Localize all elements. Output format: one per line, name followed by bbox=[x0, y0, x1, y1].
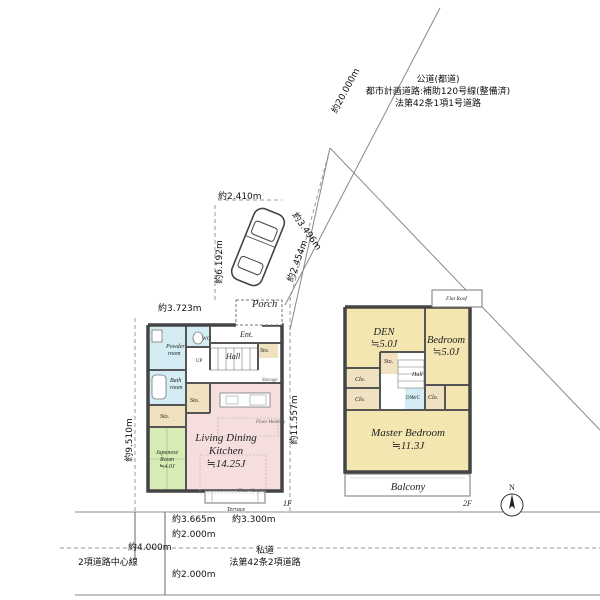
public-road-law: 法第42条1項1号道路 bbox=[395, 97, 481, 109]
entrance-label: Ent. bbox=[239, 330, 253, 339]
den-size: ≒5.0J bbox=[371, 339, 399, 350]
site-boundary bbox=[134, 147, 331, 513]
closet-2f-label-2: Clo. bbox=[355, 397, 365, 403]
japanese-room-label-2: Room bbox=[159, 457, 175, 463]
storage-1f-left-label: Sto. bbox=[160, 414, 169, 420]
floor-1 bbox=[146, 299, 284, 504]
road-edge-line-diagonal bbox=[329, 147, 600, 431]
dimension-2000-lower: 約2.000m bbox=[172, 568, 216, 580]
hall-1f-label: Hall bbox=[225, 352, 241, 361]
bath-room-label-2: room bbox=[170, 385, 183, 391]
road-centerline-label: 2項道路中心線 bbox=[78, 556, 138, 568]
floor-heating-area-2 bbox=[199, 454, 267, 494]
master-bedroom-label: Master Bedroom bbox=[370, 427, 445, 439]
powder-room-label-1: Powder bbox=[165, 344, 185, 350]
dimension-11557: 約11.557m bbox=[288, 395, 300, 444]
dimension-2000-upper: 約2.000m bbox=[172, 528, 216, 540]
floor-heating-label-1: Floor Heating bbox=[255, 420, 285, 425]
bathtub-icon bbox=[151, 374, 167, 400]
storage-1f-top-label: Sto. bbox=[260, 348, 269, 354]
dimension-3300: 約3.300m bbox=[232, 513, 276, 525]
floor-2 bbox=[343, 289, 483, 497]
powder-room-label-2: room bbox=[168, 351, 181, 357]
compass-label: N bbox=[509, 483, 515, 492]
japanese-room-label-1: Japanese bbox=[156, 450, 179, 456]
floor-heating-label-2: Floor Heating bbox=[237, 489, 267, 494]
public-road-desc: 都市計画道路:補助120号線(整備済) bbox=[366, 85, 510, 97]
flat-roof-label: Flat Roof bbox=[445, 295, 468, 302]
ldk-size: ≒14.25J bbox=[207, 458, 247, 470]
interior-walls-2f bbox=[345, 307, 470, 411]
closet-2f-right-fill bbox=[425, 385, 445, 410]
dn-label: DN bbox=[406, 396, 414, 401]
porch-label: Porch bbox=[251, 299, 277, 310]
dimension-public-road-width: 約20.000m bbox=[328, 66, 362, 115]
bath-room-label-1: Bath bbox=[170, 378, 181, 384]
storage-1f-mid-fill bbox=[186, 383, 210, 413]
hall-2f-label: Hall bbox=[411, 372, 423, 378]
dimension-2410: 約2.410m bbox=[218, 190, 262, 202]
den-label: DEN bbox=[373, 327, 396, 338]
japanese-room-size: ≒4.0J bbox=[159, 463, 175, 470]
dimension-2454: 約2.454m bbox=[284, 238, 310, 283]
balcony-label: Balcony bbox=[391, 482, 426, 493]
wc-2f-label: WC bbox=[412, 396, 421, 401]
floor-heating-area-1 bbox=[217, 417, 279, 437]
up-label: UP bbox=[196, 359, 203, 364]
floor-2-label: 2F bbox=[463, 499, 472, 508]
entrance-fill bbox=[210, 325, 258, 343]
storage-1f-top-fill bbox=[258, 343, 278, 358]
dimension-3665: 約3.665m bbox=[172, 513, 216, 525]
staircase-2f bbox=[397, 359, 425, 389]
storage-2f-label: Sto. bbox=[384, 359, 393, 365]
compass-icon bbox=[500, 493, 524, 517]
floor-1-label: 1F bbox=[283, 499, 292, 508]
dimension-9510: 約9.510m bbox=[123, 418, 135, 462]
storage-tag-label: Storage bbox=[262, 378, 278, 383]
closet-2f-label-1: Clo. bbox=[355, 377, 365, 383]
wall-2f-outer bbox=[343, 305, 472, 474]
road-edge-line-upper bbox=[284, 7, 441, 306]
wc-2f-fill bbox=[405, 388, 425, 410]
tatami-grid bbox=[148, 427, 186, 491]
private-road-law: 法第42条2項道路 bbox=[229, 556, 300, 568]
flat-roof-area bbox=[431, 289, 483, 308]
dimension-3723: 約3.723m bbox=[158, 302, 202, 314]
stove-icon bbox=[249, 394, 267, 406]
private-road-name: 私道 bbox=[256, 544, 274, 556]
terrace-label: Terrace bbox=[227, 507, 246, 513]
storage-1f-mid-label: Sto. bbox=[190, 398, 199, 404]
storage-2f-fill bbox=[380, 352, 398, 374]
closet-2f-label-3: Clo. bbox=[428, 395, 438, 401]
wc-1f-label: WC bbox=[202, 337, 211, 342]
ldk-label-1: Living Dining bbox=[194, 432, 257, 444]
master-bedroom-size: ≒11.3J bbox=[392, 440, 426, 452]
balcony-area bbox=[344, 473, 471, 497]
bedroom-label: Bedroom bbox=[427, 335, 466, 346]
storage-1f-left-fill bbox=[148, 405, 186, 427]
bedroom-size: ≒5.0J bbox=[433, 347, 461, 358]
toilet-icon bbox=[192, 331, 204, 345]
car-icon bbox=[230, 207, 286, 287]
washbasin-icon bbox=[151, 329, 163, 343]
kitchen-counter bbox=[219, 392, 271, 408]
public-road-name: 公道(都道) bbox=[416, 73, 459, 85]
ldk-label-2: Kitchen bbox=[208, 445, 244, 457]
porch-area bbox=[235, 299, 283, 326]
interior-walls-1f bbox=[148, 325, 282, 491]
sink-icon bbox=[225, 395, 239, 405]
road-edge-line-short bbox=[289, 147, 331, 331]
terrace-area bbox=[204, 490, 266, 504]
dimension-4000: 約4.000m bbox=[128, 541, 172, 553]
dimension-6192: 約6.192m bbox=[213, 240, 225, 284]
